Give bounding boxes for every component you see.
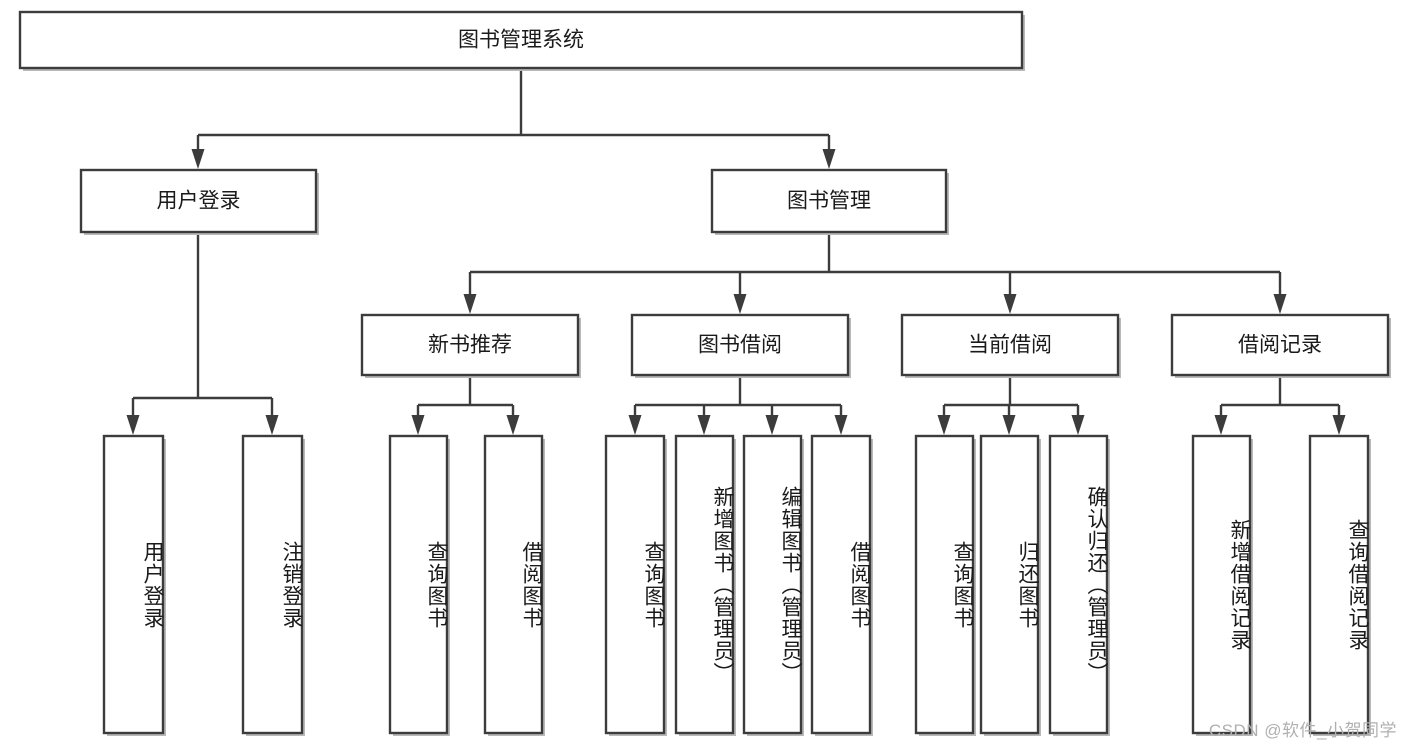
leaf-node-18[interactable] bbox=[1048, 434, 1110, 736]
level3-node-7[interactable] bbox=[1170, 313, 1391, 378]
level3-node-label: 图书借阅 bbox=[698, 334, 782, 357]
box-outline[interactable] bbox=[742, 434, 803, 735]
level3-node-label: 新书推荐 bbox=[428, 334, 512, 357]
leaf-node-15[interactable] bbox=[810, 434, 873, 736]
arrow-head-icon bbox=[733, 294, 747, 314]
box-outline[interactable] bbox=[630, 313, 850, 377]
box-outline[interactable] bbox=[810, 434, 872, 735]
box-outline[interactable] bbox=[674, 434, 735, 735]
level2-node-2[interactable] bbox=[79, 168, 319, 235]
arrow-head-icon bbox=[1332, 415, 1346, 435]
leaf-node-9[interactable] bbox=[241, 434, 305, 736]
level3-node-5[interactable] bbox=[630, 313, 851, 378]
arrow-head-icon bbox=[937, 415, 951, 435]
level3-node-6[interactable] bbox=[900, 313, 1121, 378]
box-outline[interactable] bbox=[710, 168, 948, 234]
arrow-head-icon bbox=[411, 415, 425, 435]
leaf-node-17[interactable] bbox=[979, 434, 1041, 736]
box-outline[interactable] bbox=[388, 434, 449, 735]
arrow-head-icon bbox=[1071, 415, 1085, 435]
level2-node-3[interactable] bbox=[710, 168, 949, 235]
arrow-head-icon bbox=[1003, 294, 1017, 314]
edge-group-6 bbox=[937, 375, 1085, 435]
level2-node-label: 图书管理 bbox=[787, 190, 871, 213]
arrow-head-icon bbox=[834, 415, 848, 435]
level3-node-4[interactable] bbox=[360, 313, 581, 378]
arrow-head-icon bbox=[463, 294, 477, 314]
leaf-node-19[interactable] bbox=[1191, 434, 1253, 736]
root-node-label: 图书管理系统 bbox=[458, 29, 584, 52]
box-outline[interactable] bbox=[604, 434, 666, 735]
root-node-1[interactable] bbox=[18, 10, 1025, 71]
leaf-node-11[interactable] bbox=[483, 434, 545, 736]
level3-node-label: 当前借阅 bbox=[968, 334, 1052, 357]
leaf-node-8[interactable] bbox=[102, 434, 166, 736]
edge-group-1 bbox=[191, 68, 836, 169]
arrow-head-icon bbox=[265, 415, 279, 435]
edge-group-5 bbox=[628, 375, 848, 435]
edge-group-4 bbox=[411, 375, 520, 435]
box-outline[interactable] bbox=[241, 434, 304, 735]
arrow-head-icon bbox=[506, 415, 520, 435]
leaf-node-12[interactable] bbox=[604, 434, 667, 736]
arrow-head-icon bbox=[191, 149, 205, 169]
arrow-head-icon bbox=[1273, 294, 1287, 314]
leaf-node-13[interactable] bbox=[674, 434, 736, 736]
box-outline[interactable] bbox=[900, 313, 1120, 377]
leaf-node-16[interactable] bbox=[914, 434, 976, 736]
level2-node-label: 用户登录 bbox=[157, 190, 241, 213]
box-outline[interactable] bbox=[1048, 434, 1109, 735]
box-outline[interactable] bbox=[1308, 434, 1370, 735]
box-outline[interactable] bbox=[1191, 434, 1252, 735]
box-outline[interactable] bbox=[914, 434, 975, 735]
arrow-head-icon bbox=[765, 415, 779, 435]
box-outline[interactable] bbox=[979, 434, 1040, 735]
box-outline[interactable] bbox=[102, 434, 165, 735]
level3-node-label: 借阅记录 bbox=[1238, 334, 1322, 357]
arrow-head-icon bbox=[1214, 415, 1228, 435]
arrow-head-icon bbox=[822, 149, 836, 169]
box-outline[interactable] bbox=[79, 168, 318, 234]
leaf-node-10[interactable] bbox=[388, 434, 450, 736]
leaf-node-20[interactable] bbox=[1308, 434, 1371, 736]
box-outline[interactable] bbox=[360, 313, 580, 377]
leaf-node-14[interactable] bbox=[742, 434, 804, 736]
box-outline[interactable] bbox=[18, 10, 1024, 70]
watermark-text: CSDN @软件_小贺同学 bbox=[1208, 721, 1397, 740]
edge-group-2 bbox=[463, 232, 1287, 314]
arrow-head-icon bbox=[1002, 415, 1016, 435]
box-outline[interactable] bbox=[1170, 313, 1390, 377]
box-outline[interactable] bbox=[483, 434, 544, 735]
arrow-head-icon bbox=[126, 415, 140, 435]
arrow-head-icon bbox=[628, 415, 642, 435]
edge-group-3 bbox=[126, 232, 279, 435]
edge-group-7 bbox=[1214, 375, 1346, 435]
arrow-head-icon bbox=[697, 415, 711, 435]
